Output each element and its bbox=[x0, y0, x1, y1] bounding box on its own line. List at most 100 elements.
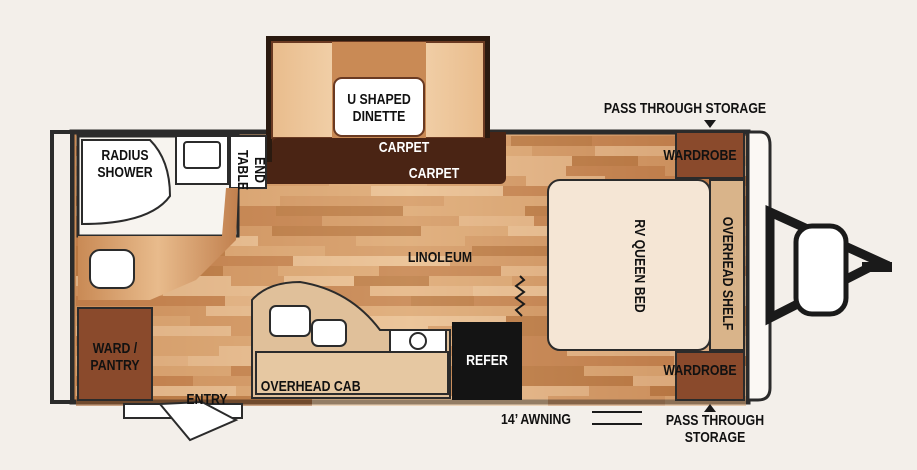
floor-plank bbox=[465, 236, 573, 246]
zigzag-divider bbox=[514, 275, 526, 317]
floor-plank bbox=[421, 226, 508, 236]
floor-plank bbox=[325, 246, 472, 256]
entry-door bbox=[123, 400, 243, 442]
floor-plank bbox=[355, 316, 506, 326]
rv-queen-bed-label: RV QUEEN BED bbox=[631, 219, 648, 313]
carpet-upper-label: CARPET bbox=[378, 139, 430, 156]
floor-plank bbox=[509, 376, 633, 386]
floor-plank bbox=[220, 186, 371, 196]
floor-plank bbox=[231, 276, 284, 286]
floor-plank bbox=[566, 166, 665, 176]
floor-plank bbox=[76, 366, 231, 376]
floor-plank bbox=[462, 156, 572, 166]
floor-plank bbox=[206, 306, 281, 316]
floor-plank bbox=[556, 356, 674, 366]
rear-bumper bbox=[50, 130, 74, 404]
floor-plank bbox=[190, 316, 270, 326]
awning-label: 14’ AWNING bbox=[501, 411, 571, 428]
floor-plank bbox=[278, 266, 379, 276]
floor-plank bbox=[293, 256, 450, 266]
floor-plank bbox=[319, 296, 411, 306]
kitchen-counter bbox=[251, 280, 451, 399]
refer-label: REFER bbox=[466, 352, 508, 369]
floor-plank bbox=[356, 236, 465, 246]
storage-arrow-bottom bbox=[704, 404, 716, 412]
floor-plank bbox=[429, 276, 512, 286]
wardrobe-top-label: WARDROBE bbox=[663, 147, 737, 164]
floor-plank bbox=[225, 246, 325, 256]
bathroom bbox=[76, 134, 267, 300]
floor-plank bbox=[394, 376, 509, 386]
floor-plank bbox=[76, 326, 231, 336]
floor-plank bbox=[354, 276, 429, 286]
floor-plank bbox=[135, 336, 226, 346]
storage-arrow-top bbox=[704, 120, 716, 128]
floor-plank bbox=[473, 286, 567, 296]
floor-plank bbox=[276, 206, 403, 216]
floor-plank bbox=[450, 256, 571, 266]
wardrobe-bottom-box bbox=[675, 351, 745, 401]
ward-pantry-cabinet bbox=[77, 307, 153, 401]
front-cap bbox=[746, 130, 772, 402]
floor-plank bbox=[403, 206, 525, 216]
hitch bbox=[765, 205, 892, 326]
floor-plank bbox=[584, 366, 696, 376]
floor-plank bbox=[572, 156, 638, 166]
floor-plank bbox=[379, 266, 501, 276]
floor-plank bbox=[218, 216, 322, 226]
floor-plank bbox=[322, 216, 402, 226]
refrigerator bbox=[452, 322, 522, 400]
floor-plank bbox=[474, 296, 617, 306]
floor-plank bbox=[502, 166, 566, 176]
linoleum-label: LINOLEUM bbox=[407, 249, 473, 266]
floor-plank bbox=[188, 356, 302, 366]
awning-line bbox=[592, 411, 642, 425]
entry-label: ENTRY bbox=[186, 391, 228, 408]
floor-plank bbox=[459, 216, 534, 226]
floor-plank bbox=[272, 226, 322, 236]
floor-plank bbox=[195, 256, 293, 266]
floor-plank bbox=[131, 346, 219, 356]
floor-plank bbox=[595, 146, 746, 156]
floor-plank bbox=[633, 376, 684, 386]
floor-plank bbox=[312, 396, 413, 406]
floor-plank bbox=[223, 396, 312, 406]
overhead-cab-label: OVERHEAD CAB bbox=[260, 378, 361, 395]
floor-plank bbox=[548, 396, 665, 406]
pass-through-storage-top-label: PASS THROUGH STORAGE bbox=[603, 100, 767, 117]
floor-plank bbox=[311, 286, 370, 296]
floor-plank bbox=[589, 386, 650, 396]
wardrobe-bottom-label: WARDROBE bbox=[663, 362, 737, 379]
wardrobe-top-box bbox=[675, 131, 745, 179]
floor-plank bbox=[132, 386, 236, 396]
floor-plank bbox=[444, 196, 503, 206]
queen-bed bbox=[547, 179, 711, 351]
floor-plank bbox=[280, 196, 330, 206]
floor-plank bbox=[527, 386, 589, 396]
floor-plank bbox=[258, 236, 356, 246]
floor-plank bbox=[76, 296, 225, 306]
floor-plank bbox=[411, 296, 474, 306]
floor-plank bbox=[224, 206, 276, 216]
floor-plank bbox=[163, 286, 311, 296]
floor-plank bbox=[472, 246, 576, 256]
overhead-shelf-box bbox=[709, 179, 745, 351]
floor-plank bbox=[330, 196, 444, 206]
ward-pantry-label: WARD /PANTRY bbox=[90, 340, 140, 374]
overhead-shelf-label: OVERHEAD SHELF bbox=[719, 216, 736, 331]
floor-plank bbox=[532, 146, 595, 156]
floor-plank bbox=[201, 196, 280, 206]
floor-plank bbox=[322, 226, 421, 236]
floor-plank bbox=[592, 136, 714, 146]
floor-plank bbox=[223, 266, 278, 276]
floor-plank bbox=[284, 276, 354, 286]
floor-plank bbox=[413, 396, 548, 406]
dinette-slideout bbox=[266, 36, 506, 184]
floor-plank bbox=[428, 306, 520, 316]
